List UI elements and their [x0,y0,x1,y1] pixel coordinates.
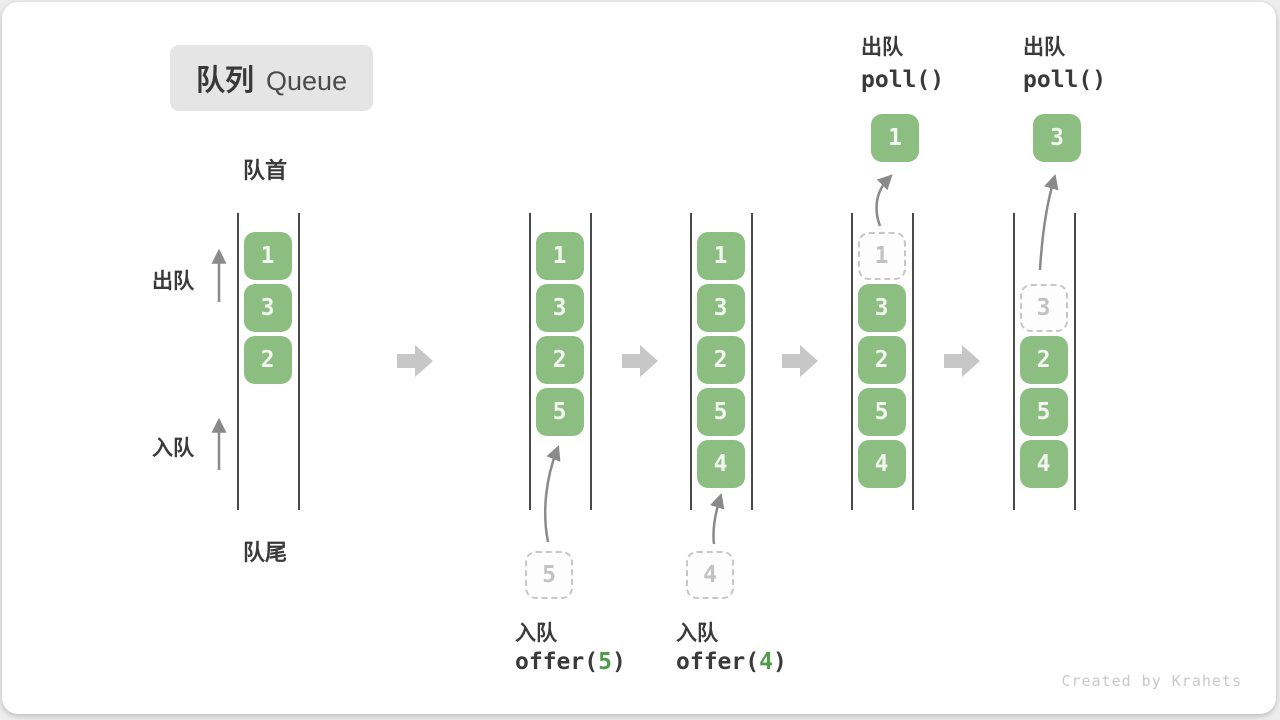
queue-cell: 2 [857,336,906,384]
queue-cell-value: 2 [1036,347,1051,373]
queue-cell: 2 [243,336,292,384]
queue-cell: 3 [857,284,906,332]
queue-cell: 1 [535,232,584,280]
op-code: poll() [1023,67,1107,93]
queue-cell-value: 2 [874,347,889,373]
queue-cell: 2 [535,336,584,384]
queue-cell: 1 [243,232,292,280]
op-label: 出队 [861,36,903,59]
queue-cell: 5 [1019,388,1068,436]
outgoing-value-box: 3 [1033,114,1081,162]
queue-cell-value: 3 [1036,295,1051,321]
queue-cell-value: 3 [1050,125,1064,151]
label-queue-front: 队首 [243,158,288,183]
queue-cell: 5 [535,388,584,436]
queue-cell-value: 4 [874,451,889,477]
incoming-value-box: 4 [686,551,734,599]
title-badge: 队列 Queue [170,45,374,111]
queue-line-left [690,213,692,510]
op-code: poll() [861,67,945,93]
title-en: Queue [266,66,348,96]
queue-cell-value: 3 [552,295,567,321]
queue-cell-value: 4 [1036,451,1051,477]
label-enqueue-left: 入队 [152,437,194,460]
queue-line-right [751,213,753,510]
outgoing-value-box: 1 [871,114,919,162]
queue-line-right [912,213,914,510]
queue-cell-value: 2 [260,347,275,373]
op-label: 入队 [676,622,718,645]
queue-cell: 3 [696,284,745,332]
label-queue-rear: 队尾 [243,540,288,565]
queue-cell-value: 5 [874,399,889,425]
queue-cell-value: 4 [703,562,717,588]
queue-cell: 2 [1019,336,1068,384]
queue-line-right [298,213,300,510]
queue-cell-value: 1 [552,243,567,269]
queue-cell: 2 [696,336,745,384]
queue-cell-value: 3 [713,295,728,321]
queue-cell: 4 [857,440,906,488]
footer-credit: Created by Krahets [1061,672,1242,690]
queue-line-left [851,213,853,510]
op-code: offer(4) [676,649,787,675]
incoming-value-box: 5 [525,551,573,599]
queue-cell-value: 1 [713,243,728,269]
queue-cell-value: 1 [874,243,889,269]
queue-cell-value: 1 [888,125,902,151]
op-code-arg: 5 [598,649,612,675]
queue-cell: 4 [696,440,745,488]
queue-cell-value: 5 [552,399,567,425]
queue-line-left [1013,213,1015,510]
label-dequeue-left: 出队 [152,270,194,293]
queue-cell-value: 4 [713,451,728,477]
queue-line-left [529,213,531,510]
op-code: offer(5) [515,649,626,675]
op-label: 出队 [1023,36,1065,59]
queue-line-right [590,213,592,510]
op-code-arg: 4 [759,649,773,675]
queue-line-left [237,213,239,510]
queue-cell: 3 [1019,284,1068,332]
queue-line-right [1074,213,1076,510]
title-zh: 队列 [196,65,255,97]
queue-cell-value: 5 [542,562,556,588]
queue-cell-value: 3 [874,295,889,321]
queue-cell-value: 2 [552,347,567,373]
queue-cell: 3 [243,284,292,332]
queue-cell-value: 5 [713,399,728,425]
queue-cell-value: 2 [713,347,728,373]
queue-cell: 5 [857,388,906,436]
queue-cell-value: 1 [260,243,275,269]
op-label: 入队 [515,622,557,645]
queue-cell-value: 5 [1036,399,1051,425]
queue-cell: 1 [696,232,745,280]
queue-cell-value: 3 [260,295,275,321]
queue-cell: 4 [1019,440,1068,488]
queue-cell: 1 [857,232,906,280]
queue-cell: 5 [696,388,745,436]
queue-cell: 3 [535,284,584,332]
